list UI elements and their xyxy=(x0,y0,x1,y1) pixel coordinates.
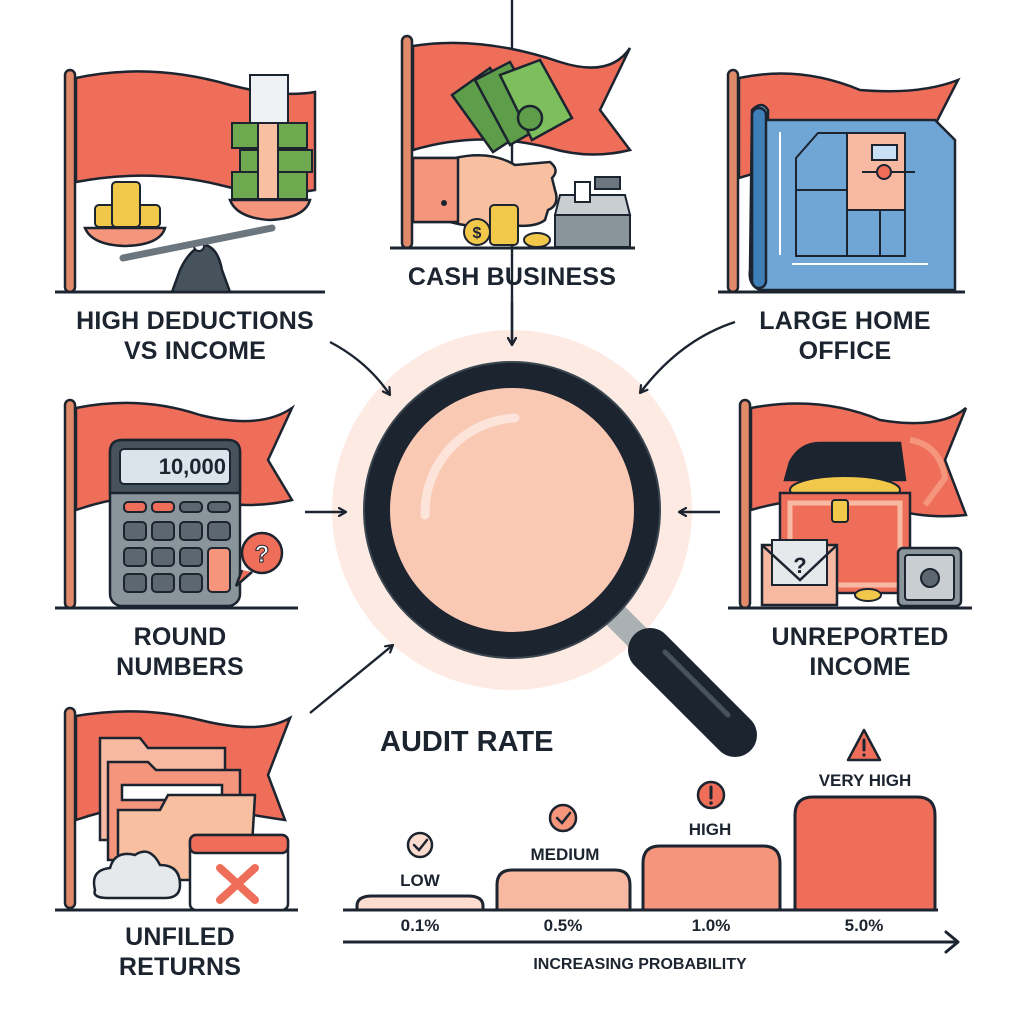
svg-text:$: $ xyxy=(473,225,482,242)
arrow-from-unfiled-returns xyxy=(309,645,393,714)
level-label-high: HIGH xyxy=(688,820,732,839)
factor-label-high-deductions: HIGH DEDUCTIONS VS INCOME xyxy=(40,306,350,366)
svg-text:?: ? xyxy=(793,553,806,578)
level-value-very-high: 5.0% xyxy=(844,916,884,935)
round-numbers-flag-icon: ? xyxy=(55,398,298,610)
label-line: ROUND xyxy=(133,623,227,651)
label-line: LARGE HOME xyxy=(759,307,931,335)
factor-label-cash-business: CASH BUSINESS xyxy=(362,262,662,292)
factor-label-large-home-office: LARGE HOME OFFICE xyxy=(700,306,990,366)
large-home-office-flag-icon xyxy=(718,68,965,294)
level-label-very-high: VERY HIGH xyxy=(818,771,912,790)
cloud-link-icon xyxy=(92,850,182,900)
calculator-display-value: 10,000 xyxy=(158,454,226,479)
check-circle-icon xyxy=(406,831,434,859)
arrow-from-high-deductions xyxy=(329,340,390,395)
unreported-income-flag-icon: ? xyxy=(728,398,972,610)
bar-low xyxy=(355,894,485,910)
label-line: VS INCOME xyxy=(123,337,267,365)
chart-title: AUDIT RATE xyxy=(380,726,554,758)
label-line: INCOME xyxy=(809,653,911,681)
factor-label-unfiled-returns: UNFILED RETURNS xyxy=(60,922,300,982)
label-line: NUMBERS xyxy=(116,653,244,681)
arrow-from-large-home-office xyxy=(640,320,736,393)
level-value-low: 0.1% xyxy=(400,916,440,935)
envelope-icon: ? xyxy=(760,539,839,607)
label-line: RETURNS xyxy=(118,953,242,981)
label-line: CASH BUSINESS xyxy=(407,263,617,291)
warning-triangle-icon xyxy=(846,728,882,762)
label-line: HIGH DEDUCTIONS xyxy=(76,307,314,335)
axis-label: INCREASING PROBABILITY xyxy=(533,956,747,973)
level-label-medium: MEDIUM xyxy=(530,845,600,864)
safe-icon xyxy=(896,546,963,608)
axis-arrow xyxy=(343,930,960,954)
check-circle-icon xyxy=(548,803,578,833)
calendar-x-icon xyxy=(188,833,290,912)
svg-text:?: ? xyxy=(255,541,270,568)
magnifying-glass-icon xyxy=(332,330,757,757)
exclamation-circle-icon xyxy=(696,780,726,810)
high-deductions-flag-icon xyxy=(55,68,325,294)
cash-business-flag-icon: $ xyxy=(390,34,635,250)
factor-label-round-numbers: ROUND NUMBERS xyxy=(60,622,300,682)
label-line: OFFICE xyxy=(798,337,892,365)
bar-high xyxy=(641,844,782,910)
factor-label-unreported-income: UNREPORTED INCOME xyxy=(730,622,990,682)
audit-rate-bars xyxy=(355,795,937,910)
bar-medium xyxy=(495,868,632,910)
level-value-medium: 0.5% xyxy=(543,916,583,935)
bar-very-high xyxy=(793,795,937,910)
level-label-low: LOW xyxy=(400,871,440,890)
label-line: UNFILED xyxy=(125,923,235,951)
label-line: UNREPORTED xyxy=(771,623,949,651)
unfiled-returns-flag-icon xyxy=(55,706,298,912)
question-bubble-icon: ? xyxy=(234,531,284,587)
level-value-high: 1.0% xyxy=(691,916,731,935)
